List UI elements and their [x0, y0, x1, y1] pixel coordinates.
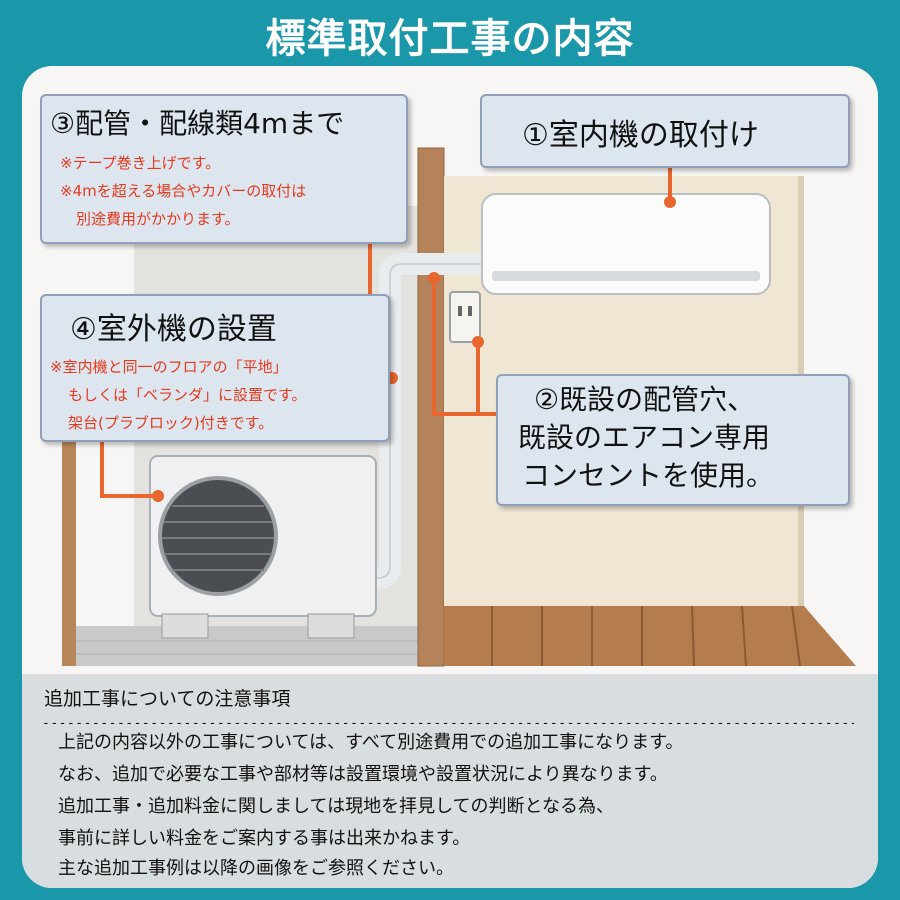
notice-line-3: 追加工事・追加料金に関しましては現地を拝見しての判断となる為、 — [58, 796, 615, 817]
notice-divider: ----------------------------------------… — [42, 716, 854, 731]
callout-piping-note2: ※4mを超える場合やカバーの取付は — [60, 182, 307, 200]
callout-piping-heading: ③配管・配線類4mまで — [50, 107, 345, 140]
page-title: 標準取付工事の内容 — [265, 16, 635, 62]
notice-line-4: 事前に詳しい料金をご案内する事は出来かねます。 — [58, 828, 471, 849]
wall-outlet — [449, 291, 481, 343]
callout-outdoor — [40, 294, 390, 442]
indoor-unit — [481, 193, 771, 295]
notice-line-2: なお、追加で必要な工事や部材等は設置環境や設置状況により異なります。 — [58, 764, 668, 785]
base-block-right — [307, 613, 355, 639]
connector-pipe-hole — [432, 278, 502, 416]
callout-outdoor-heading: ④室外機の設置 — [70, 312, 277, 347]
callout-outdoor-note2: もしくは「ベランダ」に設置です。 — [68, 386, 307, 404]
callout-piping-note3: 別途費用がかかります。 — [76, 210, 240, 228]
callout-indoor-heading: ①室内機の取付け — [522, 118, 759, 153]
callout-outdoor-note3: 架台(プラブロック)付きです。 — [68, 414, 274, 432]
wood-floor — [444, 606, 856, 666]
callout-pipe-hole-line3: コンセントを使用。 — [522, 459, 775, 492]
notice-panel — [22, 674, 878, 888]
callout-pipe-hole-line2: 既設のエアコン専用 — [518, 421, 771, 454]
callout-pipe-hole — [496, 374, 850, 506]
callout-piping-note1: ※テープ巻き上げです。 — [60, 154, 221, 172]
callout-pipe-hole-line1: ②既設の配管穴、 — [534, 383, 756, 416]
content-card: ③配管・配線類4mまで ※テープ巻き上げです。 ※4mを超える場合やカバーの取付… — [22, 66, 878, 888]
callout-indoor — [480, 94, 850, 168]
wood-pillar — [417, 147, 445, 667]
notice-title: 追加工事についての注意事項 — [44, 688, 291, 710]
outdoor-fan — [158, 476, 278, 596]
notice-line-1: 上記の内容以外の工事については、すべて別途費用での追加工事になります。 — [58, 732, 684, 753]
connector-outdoor — [100, 436, 158, 498]
callout-outdoor-note1: ※室内機と同一のフロアの「平地」 — [50, 358, 288, 376]
balcony-floor — [76, 626, 424, 666]
base-block-left — [161, 613, 209, 639]
callout-piping — [40, 94, 408, 244]
notice-line-5: 主な追加工事例は以降の画像をご参照ください。 — [58, 858, 454, 879]
